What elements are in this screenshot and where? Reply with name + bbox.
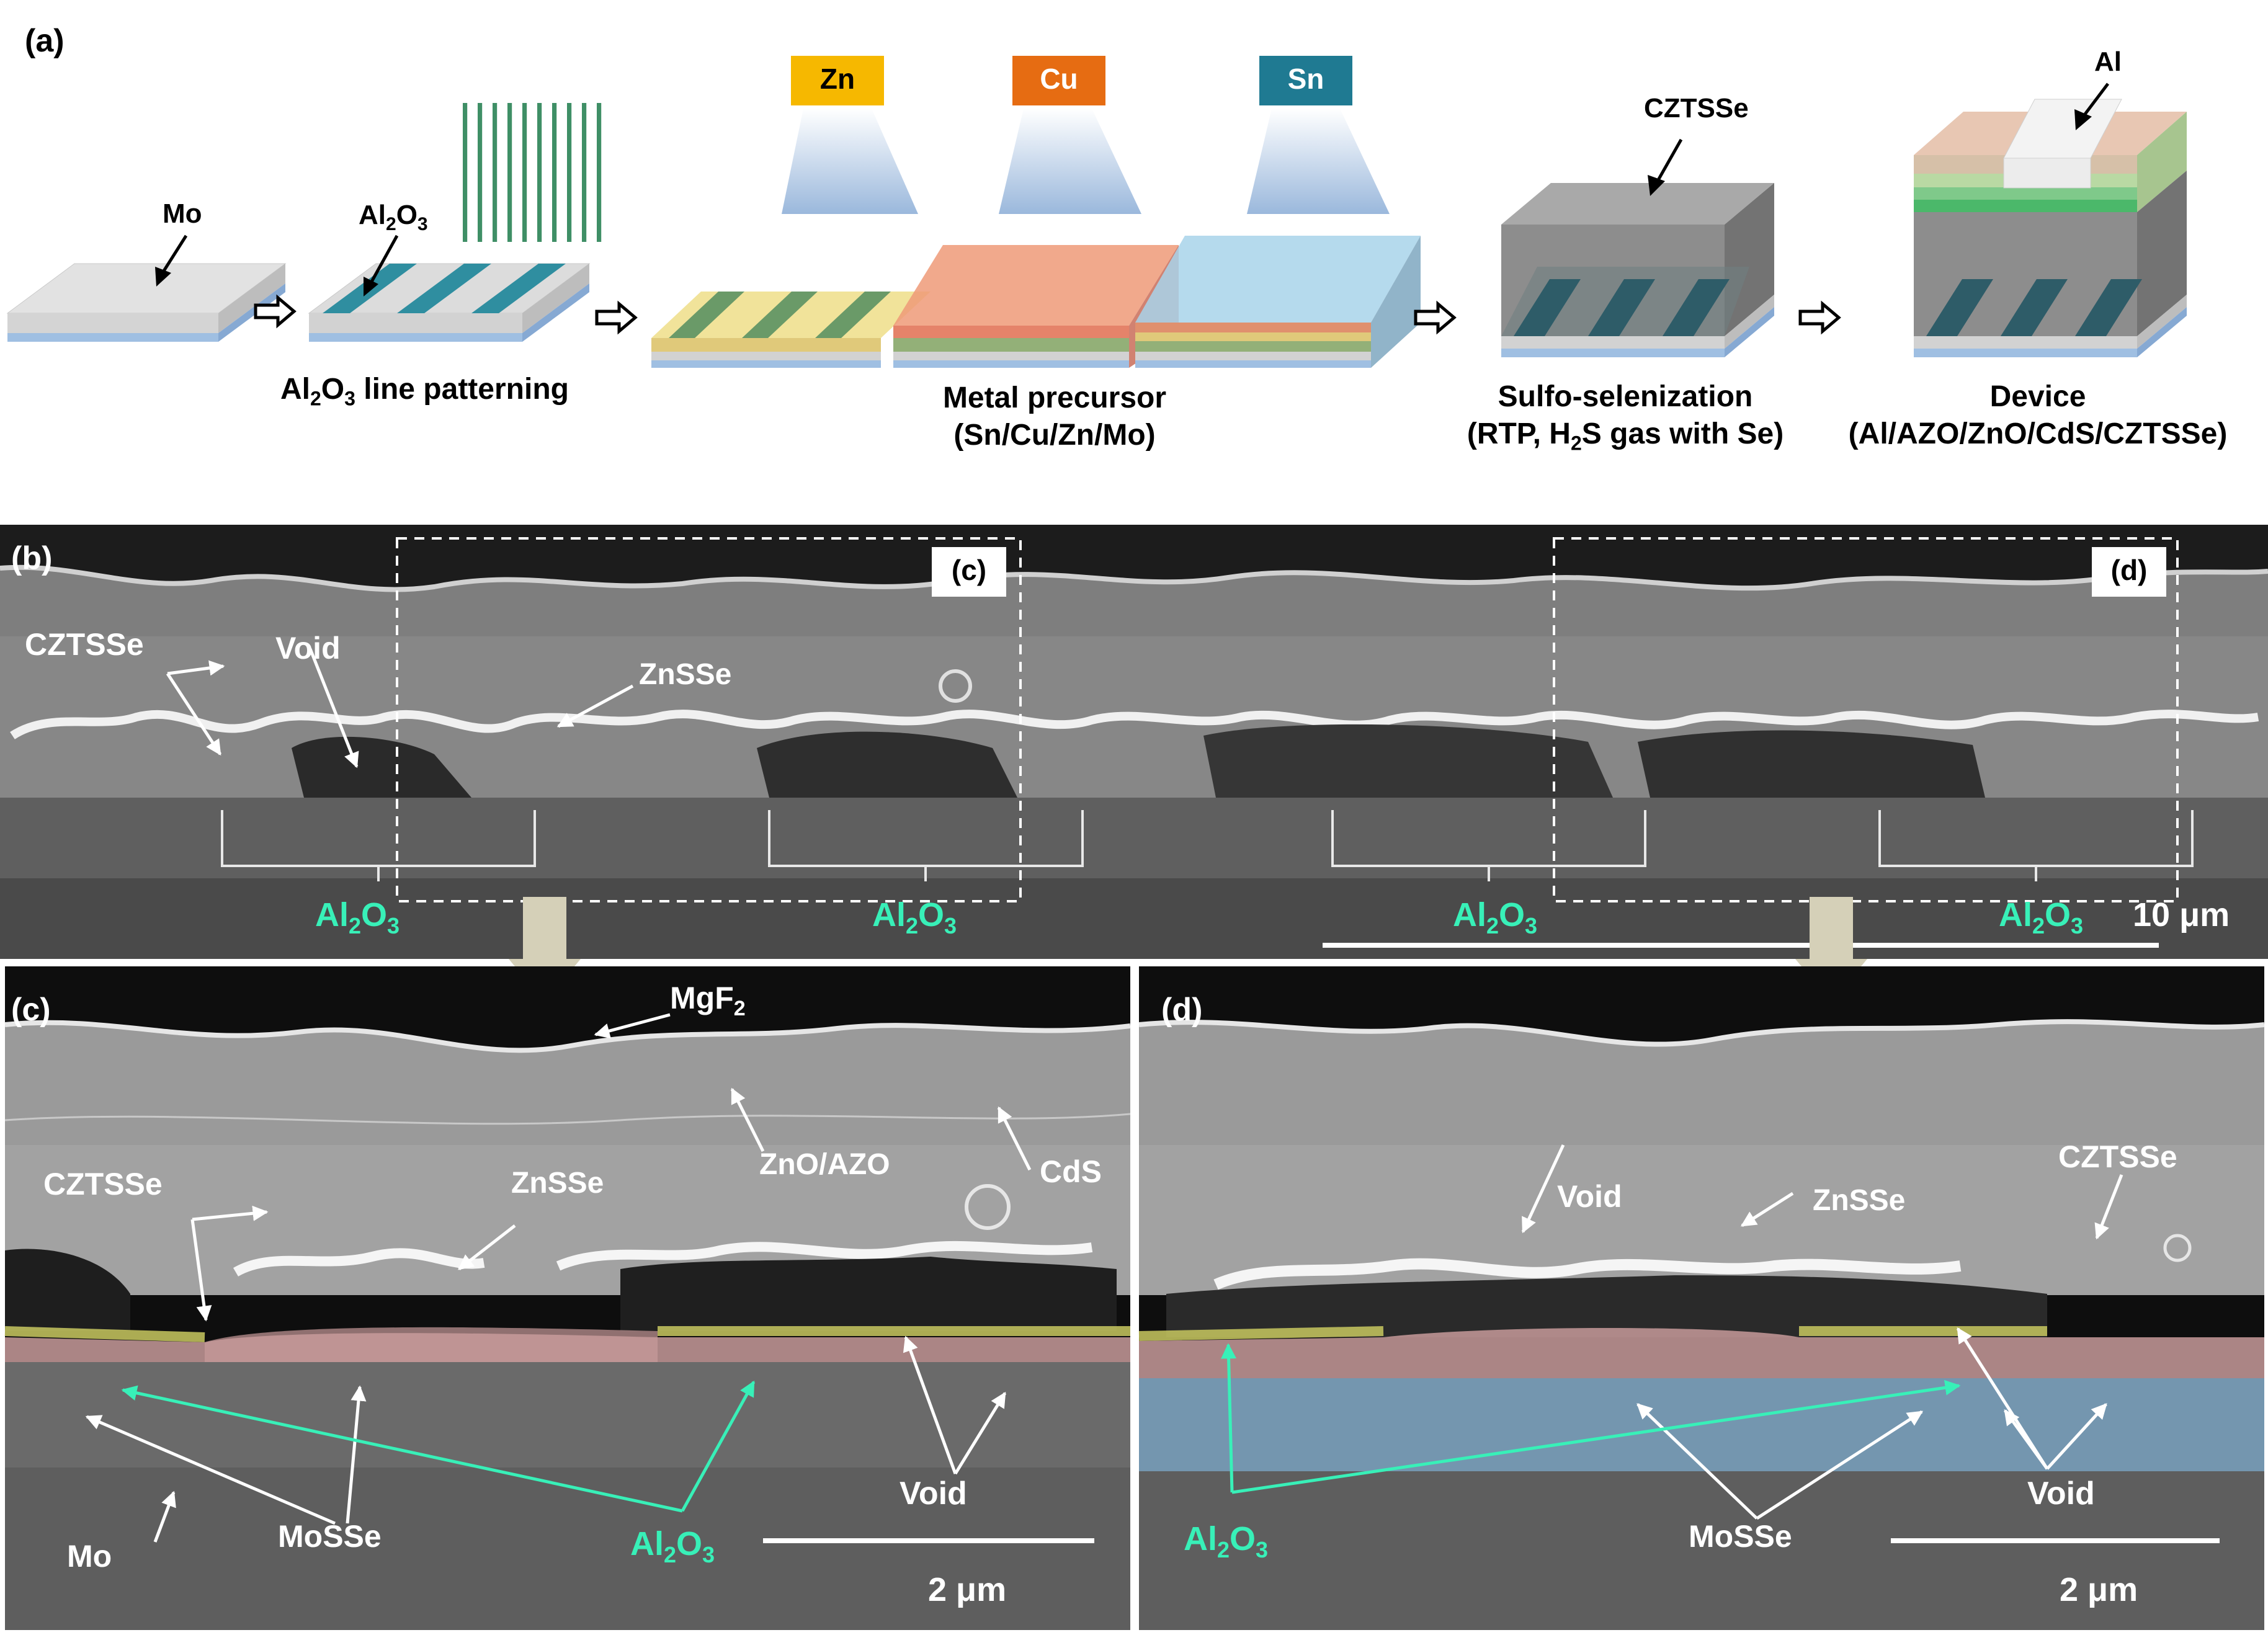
panel-a-label: (a): [25, 23, 65, 59]
al2o3-patterning-caption: Al2O3 line patterning: [280, 373, 569, 410]
stripe: [552, 103, 557, 242]
void-label-d-top: Void: [1557, 1179, 1622, 1214]
al2o3-label-b2: Al2O3: [872, 896, 957, 938]
scale-bar-c-label: 2 μm: [928, 1571, 1007, 1608]
al2o3-label-d: Al2O3: [1184, 1520, 1269, 1562]
cu-source-label: Cu: [1040, 63, 1078, 95]
panel-d-label: (d): [1161, 992, 1203, 1028]
step2-patterned-substrate: [308, 234, 591, 342]
al2o3-label-b1: Al2O3: [315, 896, 400, 938]
stripe: [463, 103, 468, 242]
zn-source-label: Zn: [819, 63, 855, 95]
stripe: [567, 103, 572, 242]
cu-source: [999, 56, 1141, 214]
al-contact-label: Al: [2094, 47, 2122, 77]
void-label-b: Void: [275, 631, 341, 666]
czts-label: CZTSSe: [1644, 93, 1749, 123]
mgf2-label: MgF2: [670, 981, 746, 1020]
scale-bar-d-label: 2 μm: [2060, 1571, 2138, 1608]
process-arrow-2: [595, 300, 638, 335]
process-arrow-4: [1798, 300, 1841, 335]
sulfo-selenization-caption: Sulfo-selenization (RTP, H2S gas with Se…: [1467, 380, 1784, 455]
step5-device: [1914, 82, 2187, 357]
czts-label-c: CZTSSe: [43, 1167, 163, 1201]
znsse-label-c: ZnSSe: [511, 1167, 604, 1200]
zno-azo-label: ZnO/AZO: [759, 1148, 890, 1181]
sn-source-label: Sn: [1287, 63, 1324, 95]
stripe: [597, 103, 602, 242]
step3-precursor-stack: [651, 236, 1421, 368]
stripe: [537, 103, 542, 242]
panel-b-label: (b): [11, 540, 53, 576]
scale-bar-b-label: 10 μm: [2133, 896, 2230, 933]
inset-c-tag: (c): [951, 554, 987, 586]
stripe: [507, 103, 512, 242]
panel-a-schematic: [6, 56, 2187, 368]
al2o3-label-c: Al2O3: [630, 1525, 715, 1567]
process-arrow-3: [1414, 300, 1457, 335]
process-arrow-1: [254, 294, 297, 329]
step1-substrate: [6, 234, 287, 342]
znsse-label-b: ZnSSe: [639, 658, 732, 691]
mo-label-c: Mo: [67, 1539, 112, 1574]
cds-label: CdS: [1040, 1154, 1102, 1189]
panel-c-label: (c): [11, 992, 51, 1028]
al2o3-label: Al2O3: [359, 200, 428, 234]
znsse-label-d: ZnSSe: [1813, 1184, 1906, 1217]
panel-d-sem: [1138, 966, 2265, 1630]
mo-label: Mo: [163, 198, 202, 229]
czts-label-d: CZTSSe: [2058, 1139, 2177, 1174]
sem-images: [0, 525, 2268, 1630]
zn-source: [782, 56, 918, 214]
inset-d-tag: (d): [2110, 554, 2148, 586]
stripe: [478, 103, 483, 242]
mosse-label-d: MoSSe: [1689, 1519, 1792, 1554]
void-label-d-bottom: Void: [2027, 1476, 2095, 1512]
sn-source: [1247, 56, 1390, 214]
stripe: [522, 103, 527, 242]
czts-label-b: CZTSSe: [25, 627, 144, 662]
al2o3-label-b4: Al2O3: [1999, 896, 2084, 938]
panel-c-sem: [4, 966, 1131, 1630]
void-label-c: Void: [900, 1476, 967, 1512]
stripe: [493, 103, 498, 242]
mosse-label-c: MoSSe: [278, 1519, 382, 1554]
step4-absorber-block: [1501, 138, 1774, 357]
line-pattern-thumbnail: [463, 103, 612, 242]
metal-precursor-caption: Metal precursor (Sn/Cu/Zn/Mo): [942, 381, 1167, 452]
al2o3-label-b3: Al2O3: [1453, 896, 1538, 938]
panel-b-sem: [0, 525, 2268, 959]
device-caption: Device (Al/AZO/ZnO/CdS/CZTSSe): [1848, 380, 2228, 450]
stripe: [582, 103, 587, 242]
